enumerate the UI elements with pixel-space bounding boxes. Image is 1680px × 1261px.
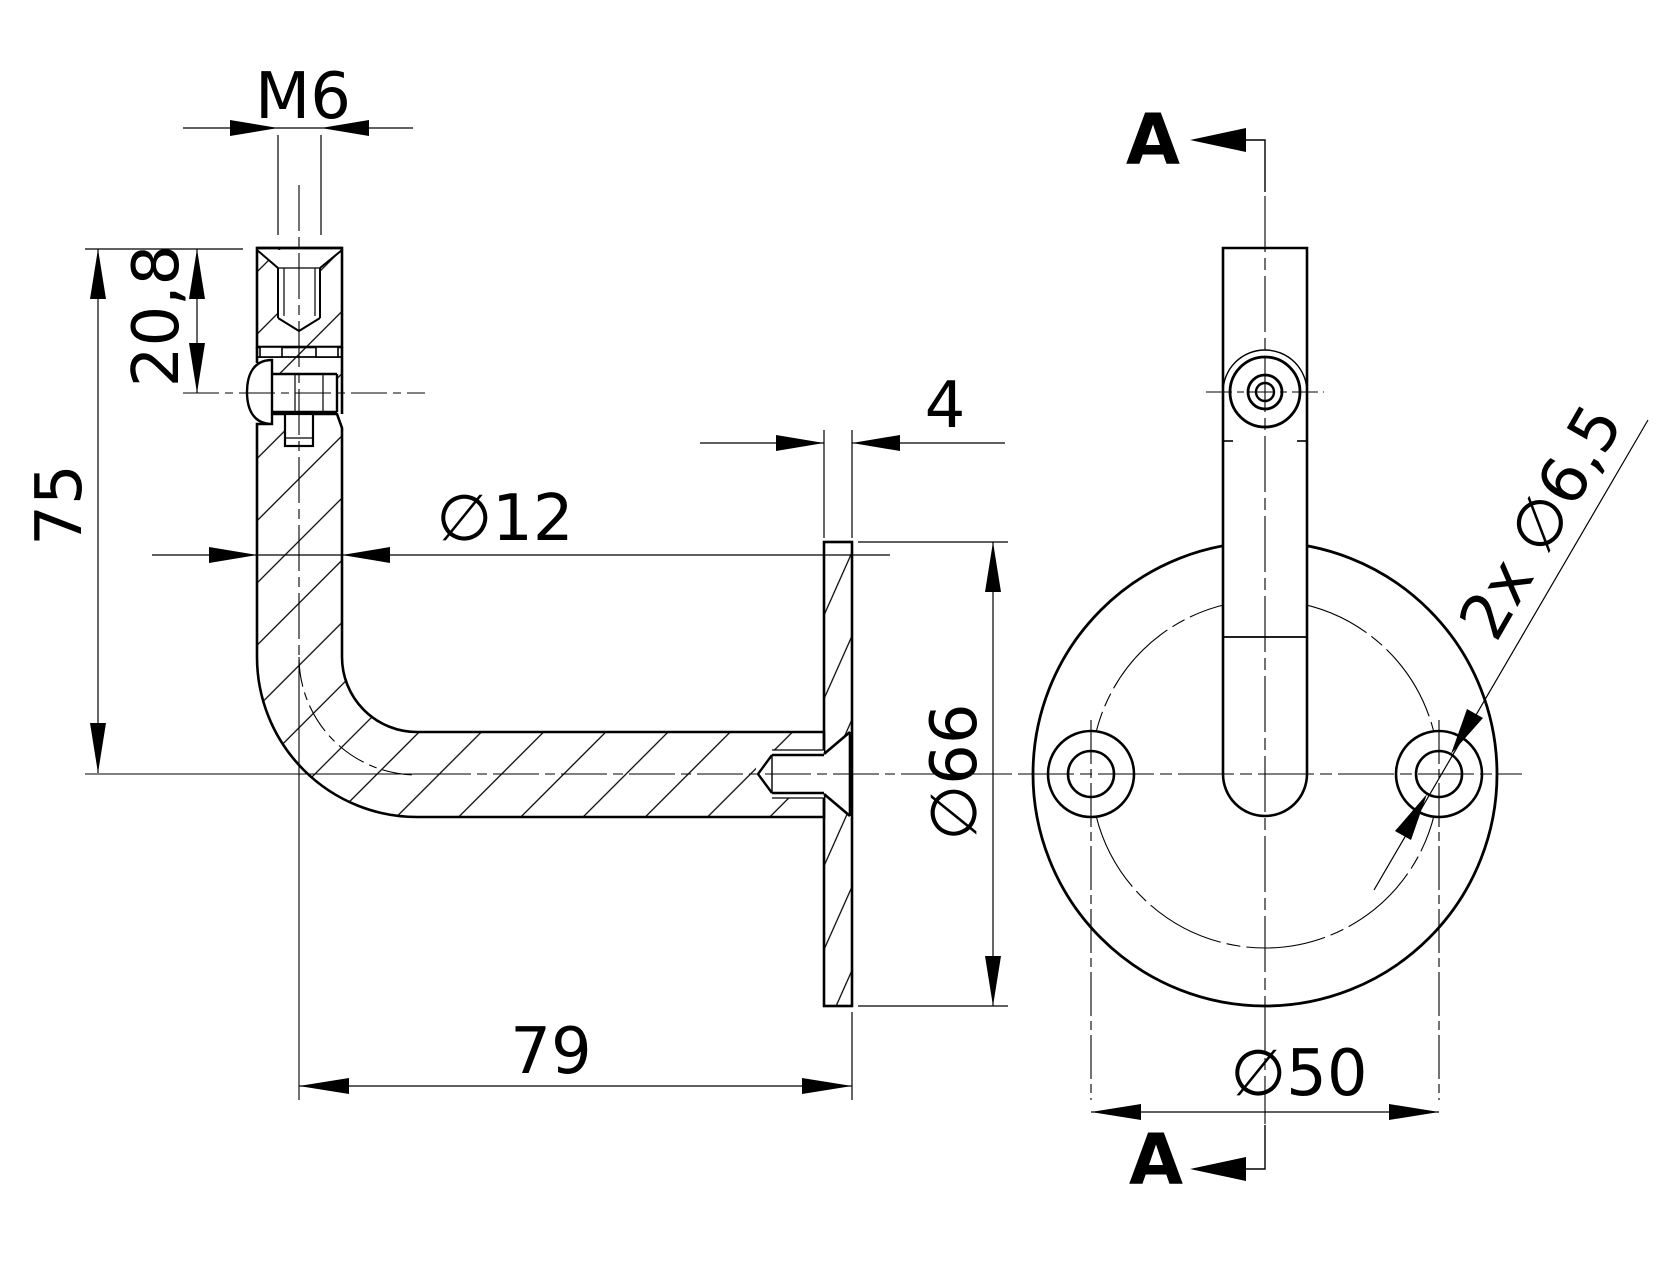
joint-notch-right <box>315 346 339 358</box>
arrowhead <box>852 435 900 451</box>
dim-20-8-label: 20,8 <box>120 245 194 388</box>
arrowhead <box>802 1078 852 1094</box>
arrowhead <box>985 542 1001 592</box>
arrowhead <box>189 343 205 393</box>
arrowhead <box>230 120 278 136</box>
section-label-bottom: A <box>1129 1119 1183 1201</box>
arrowhead <box>321 120 369 136</box>
dim-connector-height: 20,8 <box>85 245 243 393</box>
arrowhead <box>776 435 824 451</box>
arrowhead <box>1395 794 1427 840</box>
arrowhead <box>1451 709 1483 754</box>
dim-m6: M6 <box>183 60 413 235</box>
joint-notch-left <box>259 346 283 358</box>
dim-75-label: 75 <box>23 464 97 545</box>
pivot-boss-arc <box>1222 349 1308 393</box>
side-view-centerlines <box>85 185 1012 1100</box>
dim-rod-diameter: ∅12 <box>152 482 890 563</box>
section-indicator-top: A <box>1126 99 1266 192</box>
arrowhead <box>90 723 106 773</box>
dim-4-label: 4 <box>925 369 966 443</box>
arrowhead <box>342 547 390 563</box>
arrowhead <box>209 547 257 563</box>
dim-12-label: ∅12 <box>436 482 573 556</box>
side-section-view: M6 20,8 75 ∅12 <box>23 60 1012 1100</box>
arrowhead <box>1091 1104 1141 1120</box>
section-label-top: A <box>1126 99 1180 181</box>
arrowhead <box>299 1078 349 1094</box>
arrowhead <box>985 956 1001 1006</box>
arrowhead <box>1389 1104 1439 1120</box>
mounting-screw <box>757 731 852 817</box>
m6-socket-lines <box>256 246 343 332</box>
section-indicator-bottom: A <box>1129 1119 1266 1201</box>
dim-bolt-circle: ∅50 <box>1091 1037 1439 1120</box>
arrowhead <box>189 249 205 299</box>
pivot-screw-head <box>245 358 274 426</box>
dim-reach: 79 <box>299 1012 853 1100</box>
section-arrow-bottom <box>1190 1157 1246 1181</box>
arrowhead <box>90 249 106 299</box>
dim-79-label: 79 <box>510 1015 591 1089</box>
front-view-centerlines <box>1018 196 1522 1124</box>
dim-66-label: ∅66 <box>918 703 992 840</box>
section-arrow-top <box>1190 128 1246 152</box>
dim-50-label: ∅50 <box>1230 1037 1367 1111</box>
dim-plate-thickness: 4 <box>700 369 1005 538</box>
dim-overall-height: 75 <box>23 249 106 773</box>
dim-plate-diameter: ∅66 <box>858 541 1008 1007</box>
dim-m6-label: M6 <box>255 60 351 134</box>
